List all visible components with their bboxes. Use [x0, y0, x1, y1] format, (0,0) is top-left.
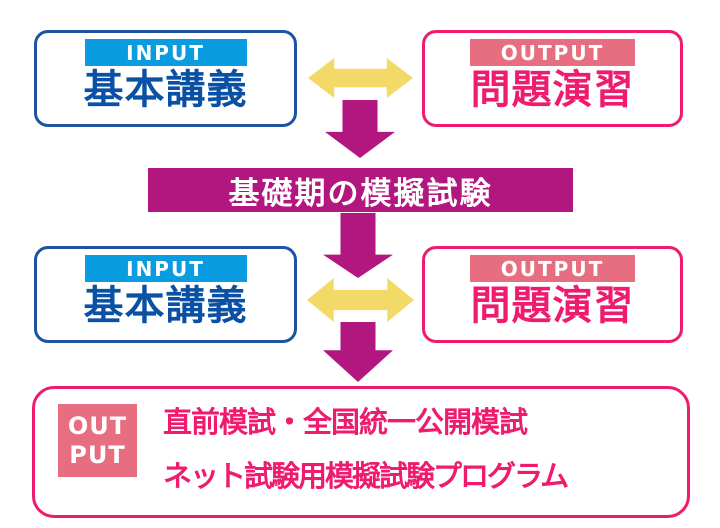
final-output-line2: ネット試験用模擬試験プログラム: [163, 459, 569, 493]
row2-output-tag: OUTPUT: [470, 255, 635, 282]
row2-input-tag: INPUT: [84, 255, 247, 282]
row1-output-label: 問題演習: [470, 67, 635, 113]
row2-down-arrow-top-icon: [323, 213, 393, 278]
row2-output-box: OUTPUT 問題演習: [422, 246, 683, 343]
row1-input-box: INPUT 基本講義: [34, 30, 297, 127]
foundation-mock-exam-band: 基礎期の模擬試験: [148, 168, 573, 212]
row2-output-label: 問題演習: [470, 283, 635, 329]
final-output-line1: 直前模試・全国統一公開模試: [163, 405, 528, 439]
final-output-text: 直前模試・全国統一公開模試 ネット試験用模擬試験プログラム: [163, 397, 569, 495]
row1-output-box: OUTPUT 問題演習: [422, 30, 683, 127]
output-badge-line1: OUT: [67, 411, 128, 440]
row1-down-arrow-icon: [325, 100, 395, 158]
row1-bidirectional-arrow-icon: [308, 58, 413, 98]
row2-input-label: 基本講義: [83, 283, 248, 329]
row2-down-arrow-bottom-icon: [323, 322, 393, 382]
output-badge-line2: PUT: [69, 440, 126, 469]
output-badge: OUT PUT: [58, 404, 137, 477]
row1-input-tag: INPUT: [84, 39, 247, 66]
row1-input-label: 基本講義: [83, 67, 248, 113]
row2-bidirectional-arrow-icon: [307, 278, 414, 322]
row1-output-tag: OUTPUT: [470, 39, 635, 66]
row2-input-box: INPUT 基本講義: [34, 246, 297, 343]
final-output-box: OUT PUT 直前模試・全国統一公開模試 ネット試験用模擬試験プログラム: [32, 386, 690, 518]
